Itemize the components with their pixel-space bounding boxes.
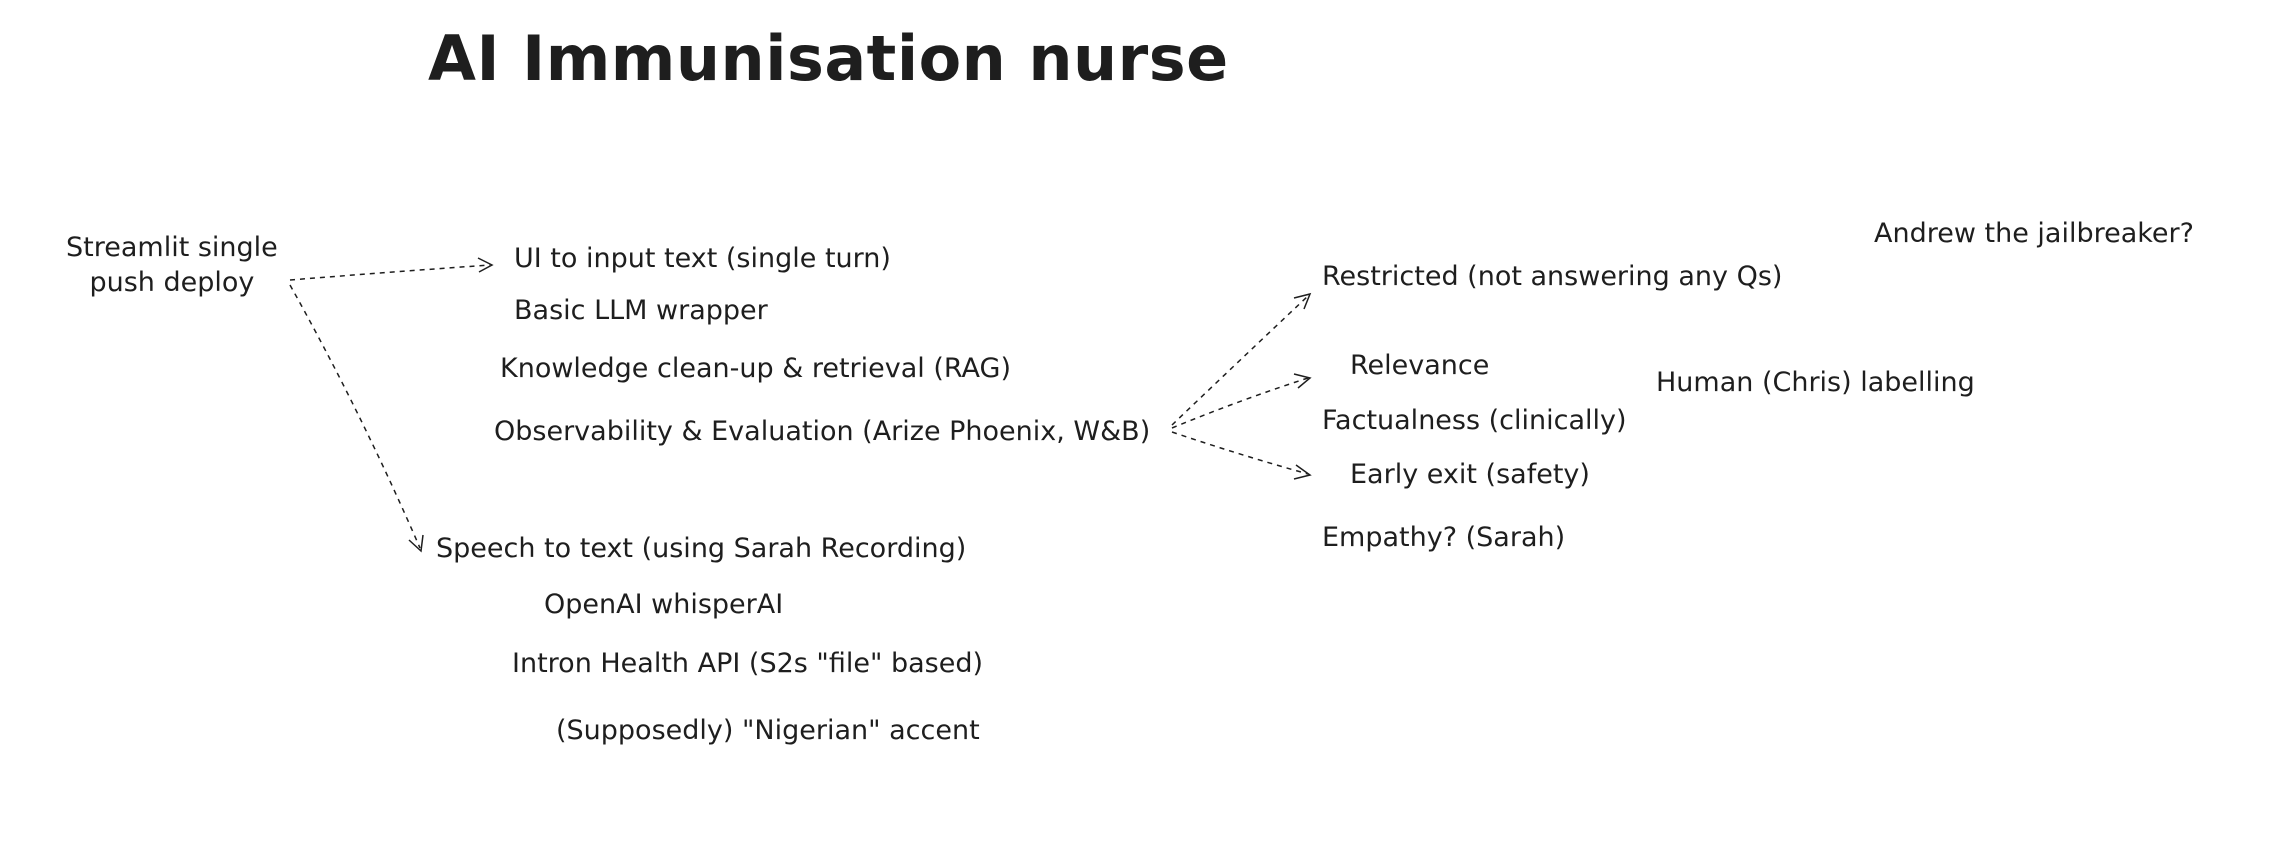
text-branch-item-observability: Observability & Evaluation (Arize Phoeni…: [494, 416, 1151, 447]
speech-branch-item-intron: Intron Health API (S2s "file" based): [512, 648, 983, 679]
root-node-line-2: push deploy: [89, 267, 255, 299]
evaluation-item-restricted: Restricted (not answering any Qs): [1322, 261, 1783, 292]
arrow-observability-to-relevance: [1171, 373, 1312, 429]
root-node: Streamlit single push deploy: [66, 230, 278, 300]
text-branch-item-ui-input: UI to input text (single turn): [514, 243, 891, 274]
root-node-line-1: Streamlit single: [66, 232, 278, 263]
evaluation-item-early-exit: Early exit (safety): [1350, 459, 1590, 490]
arrow-observability-to-restricted: [1171, 292, 1312, 426]
evaluation-item-factualness: Factualness (clinically): [1322, 405, 1627, 436]
text-branch-item-llm-wrapper: Basic LLM wrapper: [514, 295, 768, 326]
diagram-title: AI Immunisation nurse: [428, 22, 1229, 95]
arrow-root-to-text-branch: [289, 257, 494, 281]
speech-branch-heading: Speech to text (using Sarah Recording): [436, 533, 967, 564]
note-human-labelling: Human (Chris) labelling: [1656, 367, 1975, 398]
speech-branch-item-accent: (Supposedly) "Nigerian" accent: [556, 715, 980, 746]
evaluation-item-relevance: Relevance: [1350, 350, 1490, 381]
arrow-root-to-speech-branch: [289, 284, 424, 553]
speech-branch-item-whisper: OpenAI whisperAI: [544, 589, 784, 620]
text-branch-item-rag: Knowledge clean-up & retrieval (RAG): [500, 353, 1012, 384]
arrow-observability-to-early-exit: [1171, 431, 1312, 480]
evaluation-item-empathy: Empathy? (Sarah): [1322, 522, 1566, 553]
note-jailbreaker: Andrew the jailbreaker?: [1874, 218, 2194, 249]
